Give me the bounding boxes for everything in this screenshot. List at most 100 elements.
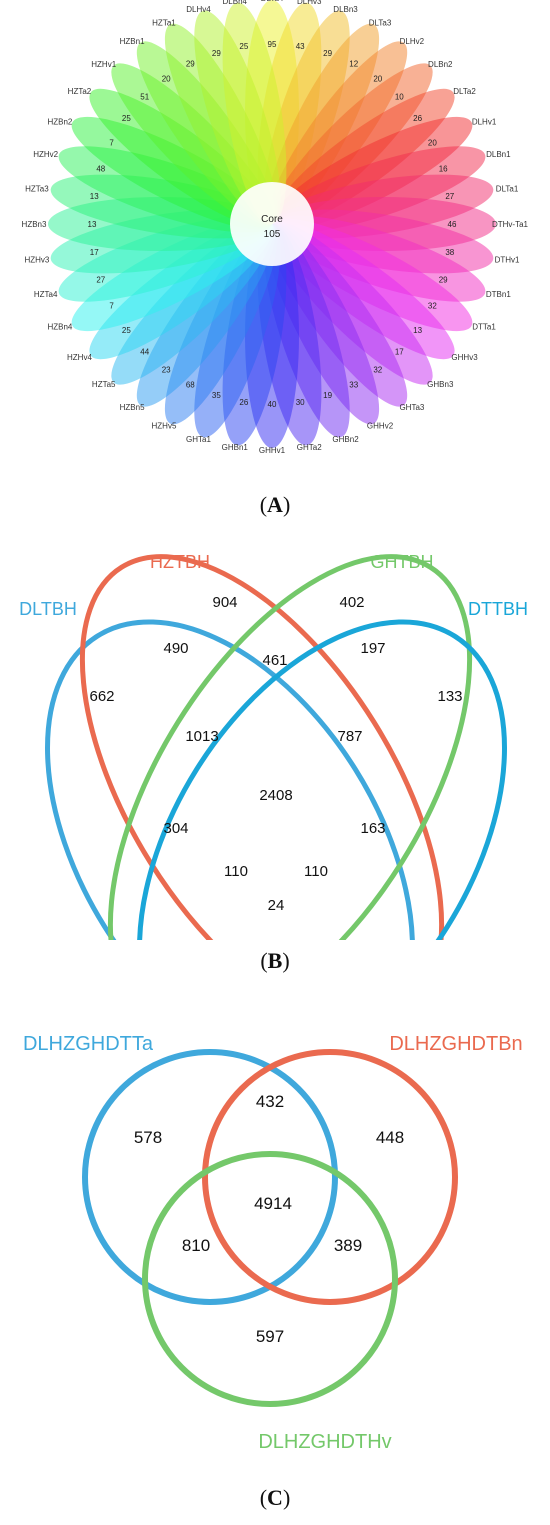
- flower-petal-value: 40: [268, 400, 277, 409]
- flower-petal-dlbn4: [222, 2, 287, 225]
- flower-petal-label: DLBn1: [486, 150, 511, 159]
- flower-petal-value: 13: [88, 220, 97, 229]
- flower-petal-value: 27: [445, 192, 454, 201]
- venn-b-value-hz-gh: 461: [262, 652, 287, 669]
- flower-petals: [48, 0, 496, 448]
- venn-c-circle-bn: [202, 1049, 458, 1305]
- flower-petal-label: GHBn3: [427, 380, 454, 389]
- flower-petal-value: 10: [395, 93, 404, 102]
- flower-petal-label: GHTa3: [399, 403, 424, 412]
- flower-petal-value: 32: [428, 302, 437, 311]
- flower-petal-value: 7: [109, 302, 114, 311]
- flower-petal-value: 17: [90, 248, 99, 257]
- venn-b-value-gh-dt: 197: [360, 640, 385, 657]
- flower-petal-label: HZHv5: [152, 421, 177, 430]
- venn-b-value-dl-hz: 490: [163, 640, 188, 657]
- flower-petal-value: 30: [296, 398, 305, 407]
- flower-petal-label: DLBn4: [223, 0, 248, 6]
- venn-c-value-all: 4914: [254, 1194, 292, 1213]
- flower-petal-value: 13: [413, 326, 422, 335]
- flower-petal-label: GHTa1: [186, 435, 211, 444]
- flower-petal-label: DTHv1: [495, 255, 520, 264]
- flower-petal-label: HZTa4: [34, 290, 58, 299]
- venn-b-value-all: 2408: [259, 787, 292, 804]
- flower-petal-value: 29: [186, 60, 195, 69]
- flower-petal-label: HZTa3: [25, 185, 49, 194]
- flower-petal-value: 20: [373, 74, 382, 83]
- flower-petal-value: 20: [162, 74, 171, 83]
- venn-c-value-ta-hv: 810: [182, 1236, 210, 1255]
- venn-b-value-dl-hz-dt: 110: [304, 863, 328, 880]
- flower-petal-value: 95: [268, 40, 277, 49]
- flower-petal-label: DLHv1: [472, 117, 497, 126]
- flower-petal-label: GHHv1: [259, 446, 286, 455]
- flower-petal-label: HZBn1: [120, 37, 145, 46]
- flower-petal-label: GHBn1: [222, 443, 249, 452]
- flower-petal-label: DLHv2: [400, 37, 425, 46]
- flower-petal-label: DLTa2: [453, 87, 476, 96]
- flower-petal-label: HZHv4: [67, 353, 92, 362]
- flower-petal-value: 26: [413, 114, 422, 123]
- flower-petal-value: 25: [122, 114, 131, 123]
- venn-b-set-label-ghtbh: GHTBH: [371, 552, 434, 572]
- flower-petal-value: 44: [140, 347, 149, 356]
- flower-petal-label: DTTa1: [472, 323, 496, 332]
- venn-c-value-bn-hv: 389: [334, 1236, 362, 1255]
- venn-diagram-three-set: DLHZGHDTTa DLHZGHDTBn DLHZGHDTHv 578 432…: [23, 1033, 523, 1453]
- flower-petal-label: DLTa4: [261, 0, 284, 3]
- venn-b-ellipse-dttbh: [137, 619, 507, 940]
- flower-petal-label: HZTa1: [152, 19, 176, 28]
- flower-petal-label: HZHv3: [24, 255, 49, 264]
- flower-petal-value: 19: [323, 391, 332, 400]
- flower-core-circle: [230, 182, 314, 266]
- flower-petal-label: DLTa3: [369, 19, 392, 28]
- venn-b-value-hz-gh-dt: 787: [337, 728, 362, 745]
- flower-petal-label: HZBn3: [22, 220, 47, 229]
- flower-petal-value: 48: [96, 164, 105, 173]
- flower-petal-value: 35: [212, 391, 221, 400]
- flower-petal-value: 46: [448, 220, 457, 229]
- flower-core-label: Core: [261, 214, 283, 225]
- venn-b-set-label-dttbh: DTTBH: [468, 599, 528, 619]
- flower-petal-label: DLTa1: [496, 185, 519, 194]
- flower-petal-value: 12: [349, 60, 358, 69]
- flower-petal-label: GHBn2: [332, 435, 359, 444]
- flower-petal-value: 29: [212, 49, 221, 58]
- flower-petal-value: 27: [96, 276, 105, 285]
- venn-b-value-hz-dt: 163: [360, 820, 385, 837]
- flower-petal-value: 51: [140, 93, 149, 102]
- venn-b-value-dttbh: 133: [437, 688, 462, 705]
- flower-petal-value: 7: [109, 138, 114, 147]
- flower-petal-value: 17: [395, 347, 404, 356]
- venn-b-value-hztbh: 904: [212, 594, 237, 611]
- venn-c-circle-hv: [142, 1151, 398, 1407]
- venn-b-value-dl-gh-dt: 110: [224, 863, 248, 880]
- venn-c-value-hv: 597: [256, 1327, 284, 1346]
- venn-b-value-dl-gh: 304: [163, 820, 188, 837]
- venn-c-set-label-ta: DLHZGHDTTa: [23, 1033, 154, 1055]
- flower-petal-value: 25: [239, 42, 248, 51]
- venn-b-ellipse-hztbh: [79, 554, 445, 940]
- flower-petal-label: DLBn2: [428, 60, 453, 69]
- flower-petal-value: 20: [428, 138, 437, 147]
- flower-petal-labels: DLTa4DLHv3DLBn3DLTa3DLHv2DLBn2DLTa2DLHv1…: [22, 0, 529, 455]
- flower-petal-label: HZBn4: [47, 323, 72, 332]
- flower-petal-value: 38: [445, 248, 454, 257]
- flower-petal-value: 43: [296, 42, 305, 51]
- venn-b-value-ghtbh: 402: [339, 594, 364, 611]
- flower-petal-label: HZHv2: [33, 150, 58, 159]
- flower-petal-label: HZHv1: [91, 60, 116, 69]
- flower-petal-label: GHHv2: [367, 421, 394, 430]
- flower-petal-value: 68: [186, 380, 195, 389]
- venn-c-circle-ta: [82, 1049, 338, 1305]
- flower-petal-value: 29: [323, 49, 332, 58]
- flower-petal-label: DLHv4: [186, 5, 211, 14]
- venn-diagram-four-set: DLTBH HZTBH GHTBH DTTBH 904 402 662 133 …: [19, 552, 528, 940]
- venn-c-value-ta-bn: 432: [256, 1092, 284, 1111]
- venn-b-ellipse-dltbh: [45, 619, 415, 940]
- venn-b-ellipse-ghtbh: [107, 554, 473, 940]
- venn-c-value-ta: 578: [134, 1128, 162, 1147]
- venn-b-set-label-dltbh: DLTBH: [19, 599, 77, 619]
